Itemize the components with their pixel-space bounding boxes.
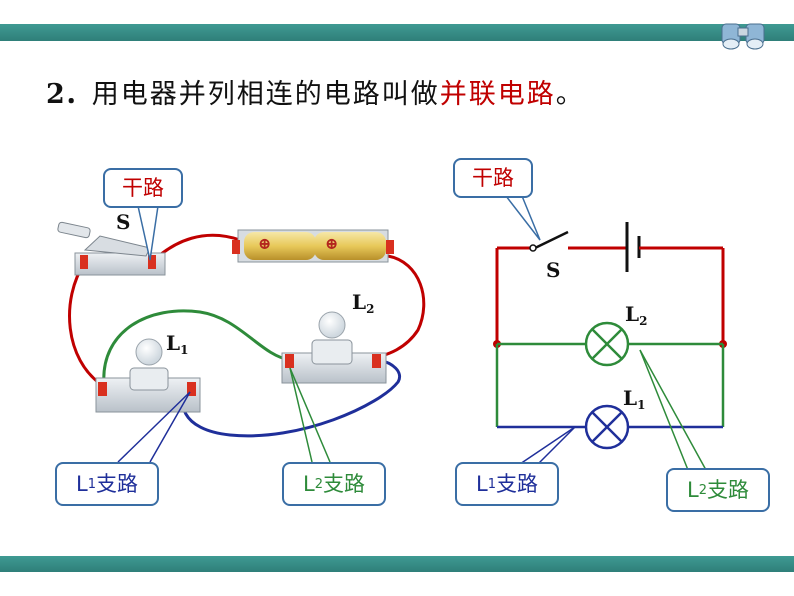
callout-line-l1a [149,391,191,463]
lamp-l2-symbol [584,321,630,367]
lamp-l1-symbol [584,404,630,450]
callout-line-l2-right-a [639,349,689,471]
lamp2-label-left: L2 [352,290,375,316]
callout-line-l1b [117,391,191,463]
battery-plus-icon-1: ⊕ [258,234,272,253]
bottom-band [0,556,794,572]
lamp1-label-left: L1 [166,331,189,357]
battery-pack [232,229,394,263]
callout-line-l2b [289,367,331,463]
heading-term: 并联电路 [439,79,556,110]
callout-line-l1-right-b [537,426,576,465]
l1-branch-wire [181,358,401,438]
heading-text: 用电器并列相连的电路叫做 [91,79,440,110]
main-wire-battery-to-l2 [377,254,426,359]
callout-line-l1-right-a [519,426,576,465]
callout-line-l2-right-b [639,349,707,471]
heading-number: 2． [46,79,92,110]
callout-line-l2a [289,367,313,463]
lamp2-label-right: L2 [625,302,648,328]
switch-label-right: S [546,258,561,282]
switch-blade [534,230,569,250]
heading-end: 。 [555,79,585,110]
callout-pointer-main-right [504,195,541,241]
top-band [0,24,794,41]
l2-branch-wire [102,309,291,386]
lamp-l2 [281,311,387,384]
battery-plus-icon-2: ⊕ [325,234,339,253]
main-wire-switch-to-l1 [68,261,103,387]
callout-main-circuit-left: 干路 [103,168,183,208]
switch-label-left: S [116,210,131,234]
callout-main-circuit-right: 干路 [453,158,533,198]
heading: 2．用电器并列相连的电路叫做并联电路。 [46,72,585,111]
physical-circuit [57,205,426,463]
binoculars-icon [721,23,765,50]
knife-switch [57,221,166,276]
lamp1-label-right: L1 [623,386,646,412]
schematic-circuit [493,195,727,471]
